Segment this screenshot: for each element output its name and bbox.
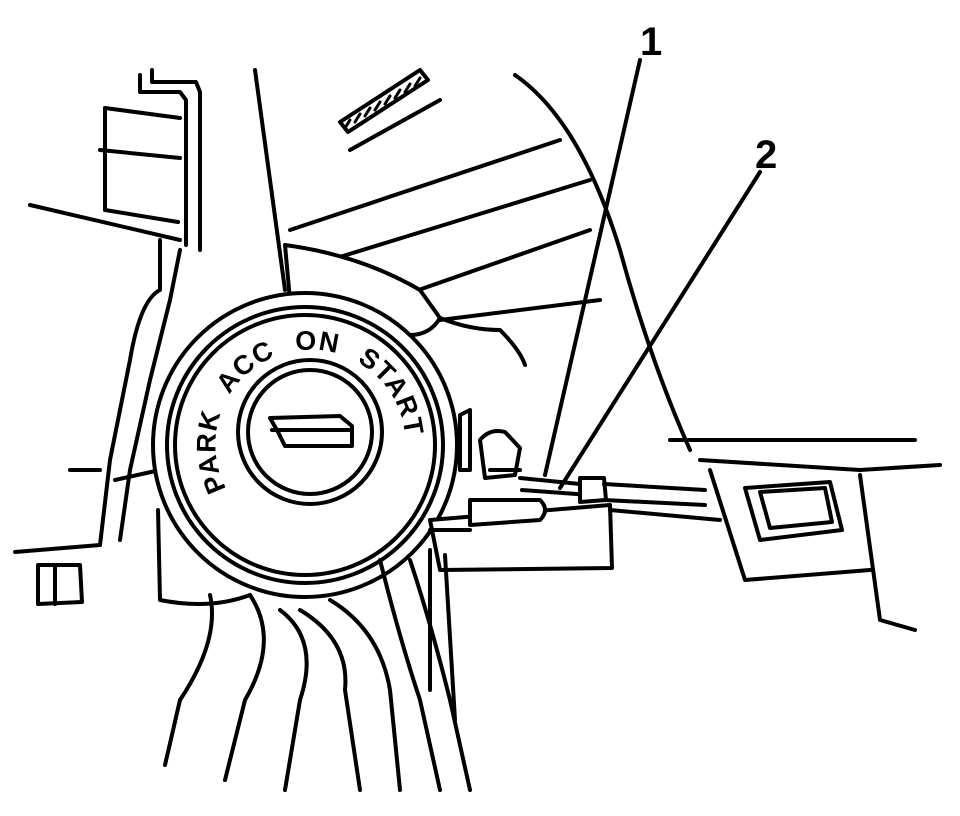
callout-1: 1 (640, 20, 662, 64)
lock-bracket (428, 408, 614, 722)
wiring-harness (163, 558, 472, 792)
column-trim-left (13, 238, 182, 606)
callout-2: 2 (755, 133, 777, 177)
leader-line-2 (558, 170, 762, 490)
ignition-lock-cylinder: PARK ACC ON START (151, 291, 459, 606)
leader-line-1 (543, 58, 642, 477)
lower-dash-panel-right (668, 438, 942, 632)
callout-leaders (543, 58, 762, 490)
park-lock-cable (518, 476, 722, 522)
dash-panel-upper (28, 68, 692, 452)
column-shroud (283, 243, 527, 367)
